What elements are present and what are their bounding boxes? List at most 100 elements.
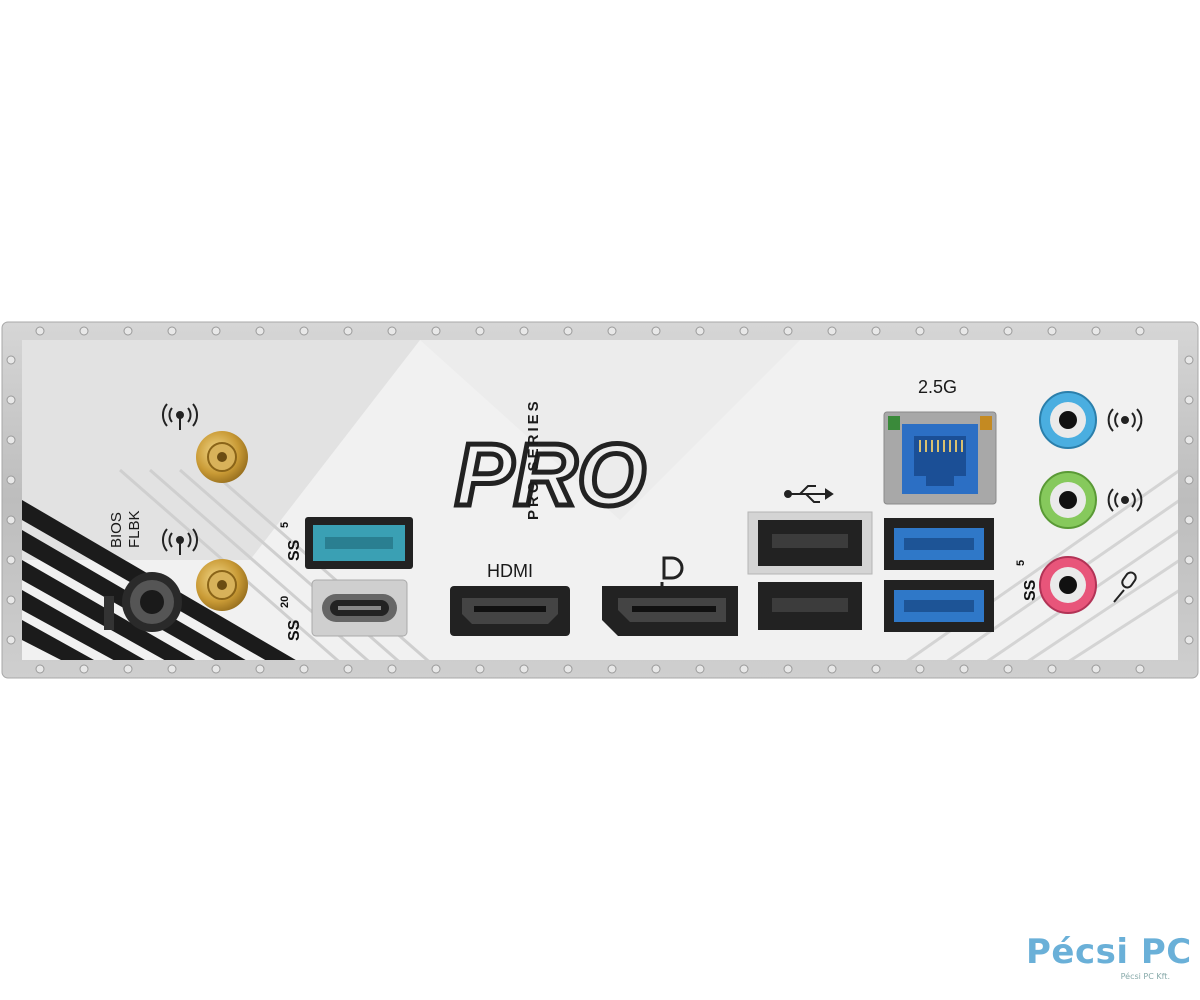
frame-rivet: [6, 635, 16, 645]
usb-a-port-teal[interactable]: [305, 517, 413, 569]
frame-rivet: [827, 664, 837, 674]
bios-flashback-button[interactable]: [122, 572, 182, 632]
audio-jack-line-out[interactable]: [1039, 471, 1097, 529]
usb-c-port[interactable]: [311, 579, 408, 637]
audio-jack-mic[interactable]: [1039, 556, 1097, 614]
bios-label: BIOS: [108, 512, 125, 548]
frame-rivet: [915, 326, 925, 336]
line-out-icon: [1107, 488, 1143, 512]
svg-text:SS: SS: [1022, 579, 1039, 601]
lan-speed-label: 2.5G: [918, 377, 957, 397]
audio-jack-line-in[interactable]: [1039, 391, 1097, 449]
watermark-text: Pécsi PC: [1026, 932, 1192, 972]
frame-rivet: [959, 326, 969, 336]
usb-ss-label-right: SS 5: [1015, 560, 1039, 601]
frame-rivet: [167, 326, 177, 336]
wifi-antenna-icon: [162, 403, 198, 430]
frame-rivet: [739, 664, 749, 674]
svg-text:20: 20: [279, 596, 291, 608]
frame-rivet: [739, 326, 749, 336]
frame-rivet: [343, 326, 353, 336]
usb-a-port-blue-top[interactable]: [884, 518, 994, 570]
wifi-antenna-connector-top[interactable]: [196, 431, 248, 483]
pro-series-logo: PRO PRO SERIES: [453, 398, 649, 526]
frame-rivet: [563, 664, 573, 674]
frame-rivet: [1184, 595, 1194, 605]
frame-rivet: [255, 664, 265, 674]
frame-rivet: [475, 664, 485, 674]
frame-rivet: [79, 664, 89, 674]
usb-ss-label-top: SS 5: [279, 522, 303, 561]
frame-rivet: [695, 664, 705, 674]
line-in-icon: [1107, 408, 1143, 432]
frame-rivet: [6, 595, 16, 605]
frame-rivet: [6, 435, 16, 445]
frame-rivet: [431, 664, 441, 674]
frame-rivet: [695, 326, 705, 336]
frame-rivet: [299, 326, 309, 336]
wifi-antenna-connector-bottom[interactable]: [196, 559, 248, 611]
watermark-subtext: Pécsi PC Kft.: [1120, 972, 1170, 981]
usb-trident-icon: [784, 485, 834, 503]
svg-text:SS: SS: [286, 619, 303, 641]
wifi-antenna-icon: [162, 528, 198, 555]
svg-text:SS: SS: [286, 539, 303, 561]
flbk-label: FLBK: [126, 510, 143, 548]
frame-rivet: [6, 515, 16, 525]
frame-rivet: [387, 664, 397, 674]
frame-rivet: [915, 664, 925, 674]
frame-rivet: [1047, 326, 1057, 336]
microphone-icon: [1113, 571, 1137, 603]
usb-ss-label-typec: SS 20: [279, 596, 303, 641]
displayport-port[interactable]: [602, 586, 738, 636]
frame-rivet: [387, 326, 397, 336]
frame-rivet: [607, 664, 617, 674]
frame-rivet: [1184, 435, 1194, 445]
frame-rivet: [1091, 664, 1101, 674]
displayport-icon: [660, 556, 684, 586]
frame-rivet: [1003, 664, 1013, 674]
frame-rivet: [1091, 326, 1101, 336]
frame-rivet: [343, 664, 353, 674]
frame-rivet: [211, 664, 221, 674]
frame-rivet: [35, 326, 45, 336]
usb-a-port-black-top[interactable]: [747, 511, 873, 575]
frame-rivet: [1135, 664, 1145, 674]
frame-rivet: [651, 664, 661, 674]
pro-series-text: PRO SERIES: [525, 398, 542, 520]
frame-rivet: [783, 664, 793, 674]
watermark: Pécsi PC Pécsi PC Kft.: [1018, 916, 1191, 986]
frame-rivet: [167, 664, 177, 674]
hdmi-label: HDMI: [487, 561, 533, 581]
frame-rivets: [6, 326, 1194, 674]
frame-rivet: [1184, 555, 1194, 565]
frame-rivet: [299, 664, 309, 674]
frame-rivet: [6, 355, 16, 365]
svg-text:5: 5: [1015, 560, 1027, 566]
frame-rivet: [563, 326, 573, 336]
frame-rivet: [211, 326, 221, 336]
frame-rivet: [1003, 326, 1013, 336]
frame-rivet: [607, 326, 617, 336]
frame-rivet: [1184, 635, 1194, 645]
frame-rivet: [6, 395, 16, 405]
pro-logo-text: PRO: [455, 425, 646, 524]
frame-rivet: [123, 326, 133, 336]
frame-rivet: [1184, 515, 1194, 525]
usb-a-port-black-bottom[interactable]: [758, 582, 862, 630]
frame-rivet: [651, 326, 661, 336]
rj45-lan-port[interactable]: [883, 411, 997, 505]
svg-text:5: 5: [279, 522, 291, 528]
frame-rivet: [1047, 664, 1057, 674]
frame-rivet: [6, 475, 16, 485]
frame-rivet: [475, 326, 485, 336]
usb-a-port-blue-bottom[interactable]: [884, 580, 994, 632]
frame-rivet: [1184, 475, 1194, 485]
hdmi-port[interactable]: [450, 586, 570, 636]
frame-rivet: [519, 664, 529, 674]
frame-rivet: [871, 326, 881, 336]
frame-rivet: [959, 664, 969, 674]
frame-rivet: [783, 326, 793, 336]
frame-rivet: [255, 326, 265, 336]
